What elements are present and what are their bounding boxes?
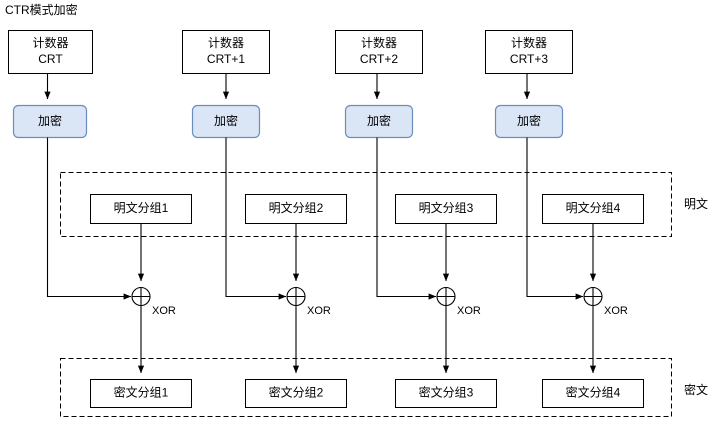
counter-label-2-line2: CRT+1 xyxy=(207,52,245,66)
counter-box-4[interactable] xyxy=(485,30,573,74)
encrypt-label-2: 加密 xyxy=(214,113,238,128)
ciphertext-group-label: 密文 xyxy=(684,382,708,397)
counter-label-1-line1: 计数器 xyxy=(32,35,68,50)
counter-box-2[interactable] xyxy=(182,30,270,74)
plaintext-group-label: 明文 xyxy=(684,196,708,211)
edge-encrypt-to-xor-3 xyxy=(376,137,437,300)
encrypt-label-4: 加密 xyxy=(517,113,541,128)
encrypt-box-1[interactable] xyxy=(12,104,88,139)
xor-label-3: XOR xyxy=(457,305,481,317)
counter-box-1[interactable] xyxy=(8,30,93,74)
ciphertext-label-2: 密文分组2 xyxy=(269,385,324,400)
xor-label-4: XOR xyxy=(604,305,628,317)
ciphertext-label-1: 密文分组1 xyxy=(114,385,169,400)
counter-box-3[interactable] xyxy=(335,30,423,74)
ciphertext-label-3: 密文分组3 xyxy=(419,385,474,400)
encrypt-label-1: 加密 xyxy=(38,113,62,128)
edge-encrypt-to-xor-2 xyxy=(225,137,287,300)
edge-encrypt-to-xor-4 xyxy=(526,137,584,300)
plaintext-label-2: 明文分组2 xyxy=(269,200,324,215)
counter-label-3-line2: CRT+2 xyxy=(360,52,398,66)
encrypt-box-4[interactable] xyxy=(494,104,564,139)
plaintext-label-4: 明文分组4 xyxy=(566,200,621,215)
ciphertext-label-4: 密文分组4 xyxy=(566,385,621,400)
plaintext-label-3: 明文分组3 xyxy=(419,200,474,215)
plaintext-box-4[interactable] xyxy=(542,194,644,224)
plaintext-group-box xyxy=(60,172,672,237)
counter-label-4-line1: 计数器 xyxy=(511,35,547,50)
plaintext-box-2[interactable] xyxy=(245,194,347,224)
counter-label-1-line2: CRT xyxy=(38,52,63,66)
ciphertext-box-3[interactable] xyxy=(395,379,497,408)
plaintext-box-3[interactable] xyxy=(395,194,497,224)
counter-label-2-line1: 计数器 xyxy=(208,35,244,50)
encrypt-label-3: 加密 xyxy=(367,113,391,128)
counter-label-3-line1: 计数器 xyxy=(361,35,397,50)
page-title: CTR模式加密 xyxy=(5,2,78,17)
ciphertext-group-box xyxy=(60,358,672,417)
encrypt-box-3[interactable] xyxy=(344,104,414,139)
plaintext-box-1[interactable] xyxy=(90,194,192,224)
edge-encrypt-to-xor-1 xyxy=(46,137,132,300)
plaintext-label-1: 明文分组1 xyxy=(114,200,169,215)
ciphertext-box-4[interactable] xyxy=(542,379,644,408)
xor-label-2: XOR xyxy=(307,305,331,317)
ciphertext-box-2[interactable] xyxy=(245,379,347,408)
xor-label-1: XOR xyxy=(152,305,176,317)
ciphertext-box-1[interactable] xyxy=(90,379,192,408)
counter-label-4-line2: CRT+3 xyxy=(510,52,548,66)
